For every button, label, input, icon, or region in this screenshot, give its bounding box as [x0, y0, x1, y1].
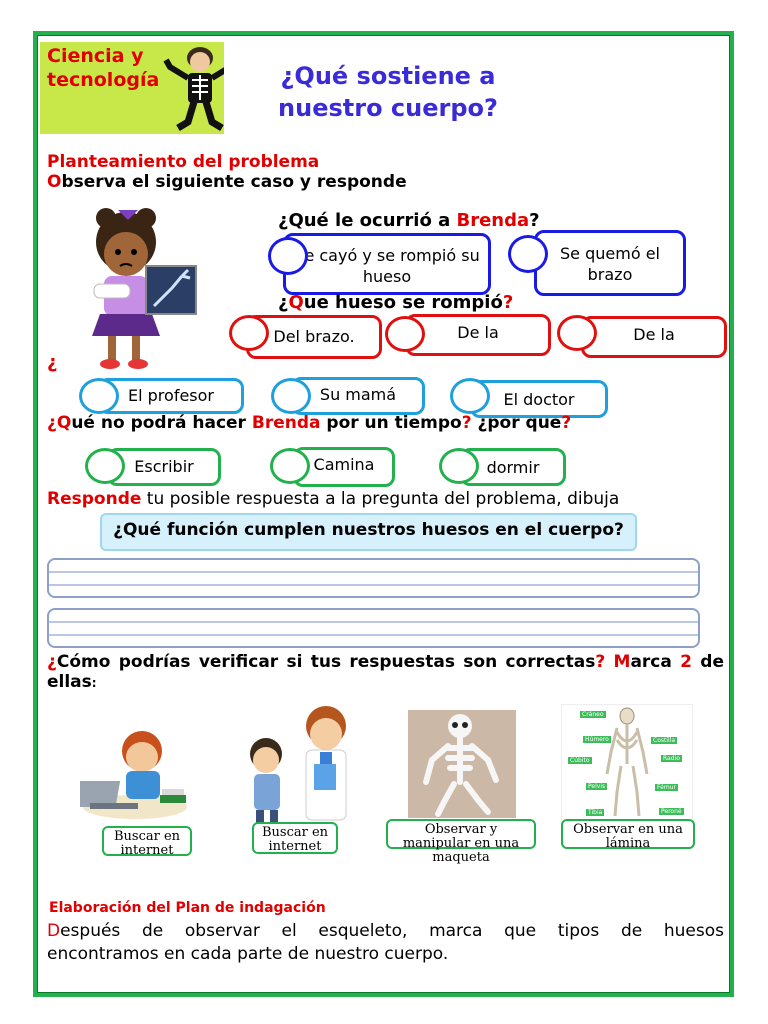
option-observar-maqueta[interactable]: Observar y manipular en una maqueta	[386, 819, 536, 865]
question-1: ¿Qué le ocurrió a Brenda?	[278, 210, 540, 231]
girl-with-cast-illustration	[92, 208, 197, 369]
option-observar-lamina[interactable]: Observar en una lámina	[561, 819, 695, 851]
diagram-label-cubito: Cúbito	[568, 757, 592, 764]
q2-option-1-marker[interactable]	[229, 315, 269, 351]
q3-option-1-marker[interactable]	[79, 378, 119, 414]
diagram-label-tibia: Tibia	[586, 809, 605, 816]
q3-option-3-marker[interactable]	[450, 378, 490, 414]
question-2: ¿Que hueso se rompió?	[278, 292, 514, 313]
diagram-label-pelvis: Pelvis	[586, 783, 608, 790]
respond-instruction: Responde tu posible respuesta a la pregu…	[47, 489, 620, 509]
diagram-label-craneo: Cráneo	[580, 711, 606, 718]
q1-option-2[interactable]: Se quemó el brazo	[534, 230, 686, 296]
q3-option-2[interactable]: Su mamá	[291, 377, 425, 415]
skeleton-model-photo	[408, 710, 516, 818]
verify-question-end: ellas:	[47, 672, 97, 692]
q2-option-2-marker[interactable]	[385, 316, 425, 352]
diagram-label-femur: Fémur	[655, 784, 678, 791]
boy-laptop-illustration	[80, 731, 187, 819]
diagram-label-humero: Húmero	[583, 736, 611, 743]
problem-heading: Planteamiento del problema	[47, 152, 320, 172]
page-title: ¿Qué sostiene a nuestro cuerpo?	[278, 62, 498, 122]
plan-paragraph-line-2: encontramos en cada parte de nuestro cue…	[47, 944, 449, 964]
skeleton-kid-icon	[163, 47, 224, 132]
q3-option-3[interactable]: El doctor	[470, 380, 608, 418]
q2-option-1[interactable]: Del brazo.	[246, 315, 382, 359]
q1-option-1[interactable]: Se cayó y se rompió su hueso	[283, 233, 491, 295]
problem-question-box: ¿Qué función cumplen nuestros huesos en …	[100, 513, 637, 551]
q4-option-3[interactable]: dormir	[460, 448, 566, 486]
q4-option-3-marker[interactable]	[439, 448, 479, 484]
q1-option-1-marker[interactable]	[268, 237, 308, 275]
question-3: ¿	[47, 352, 58, 373]
diagram-label-perone: Peroné	[659, 808, 684, 815]
diagram-label-costilla: Costilla	[651, 737, 678, 744]
q4-option-1-marker[interactable]	[85, 448, 125, 484]
answer-lines-1[interactable]	[47, 558, 700, 598]
option-buscar-internet-1[interactable]: Buscar en internet	[102, 826, 192, 858]
answer-lines-2[interactable]	[47, 608, 700, 648]
q3-option-2-marker[interactable]	[271, 378, 311, 414]
q2-option-2[interactable]: De la	[405, 314, 551, 356]
boy-doctor-illustration	[250, 706, 347, 826]
q2-option-3-marker[interactable]	[557, 315, 597, 351]
verify-question: ¿Cómo podrías verificar si tus respuesta…	[47, 652, 724, 671]
q4-option-2-marker[interactable]	[270, 448, 310, 484]
q4-option-2[interactable]: Camina	[293, 447, 395, 487]
page-frame	[33, 31, 734, 997]
q4-option-1[interactable]: Escribir	[107, 448, 221, 486]
subject-badge	[40, 42, 224, 134]
problem-instruction: Observa el siguiente caso y responde	[47, 172, 407, 192]
option-buscar-internet-2[interactable]: Buscar en internet	[252, 822, 338, 854]
plan-heading: Elaboración del Plan de indagación	[49, 900, 326, 916]
q3-option-1[interactable]: El profesor	[98, 378, 244, 414]
question-4: ¿Qué no podrá hacer Brenda por un tiempo…	[47, 413, 572, 433]
diagram-label-radio: Radio	[661, 755, 682, 762]
plan-paragraph-line-1: Después de observar el esqueleto, marca …	[47, 921, 724, 941]
q1-option-2-marker[interactable]	[508, 235, 548, 273]
q2-option-3[interactable]: De la	[581, 316, 727, 358]
subject-label: Ciencia y tecnología	[47, 45, 160, 91]
